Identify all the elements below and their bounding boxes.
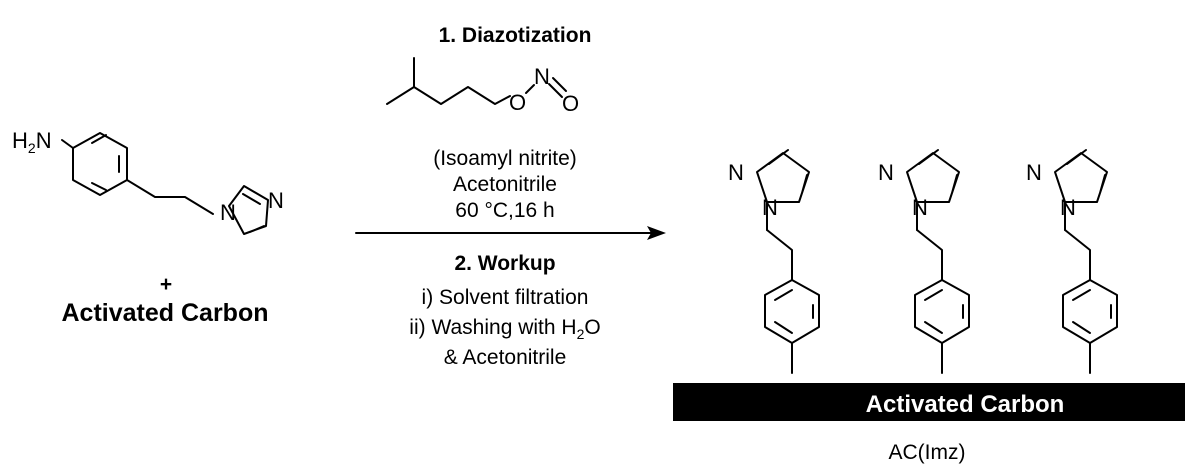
nitrite-oxygen-label: O: [509, 90, 526, 115]
step1-title: 1. Diazotization: [439, 24, 592, 47]
activated-carbon-support: [673, 383, 1185, 421]
nitrite-nitrogen-label: N: [534, 64, 550, 89]
activated-carbon-reactant-label: Activated Carbon: [62, 299, 269, 327]
imidazole-unit-1: [756, 149, 820, 374]
product-n3-label-3: N: [1026, 160, 1042, 185]
step2-line2: ii) Washing with H2O: [409, 316, 600, 342]
step2-title: 2. Workup: [454, 252, 555, 275]
step1-solvent: Acetonitrile: [453, 173, 557, 196]
product-n3-label-1: N: [728, 160, 744, 185]
activated-carbon-support-label: Activated Carbon: [866, 391, 1065, 418]
product-structures: [756, 149, 1118, 374]
product-n1-label-1: N: [762, 195, 778, 220]
imidazole-unit-2: [906, 149, 970, 374]
product-name: AC(Imz): [889, 441, 966, 464]
imidazole-n1-label: N: [220, 200, 236, 225]
product-n3-label-2: N: [878, 160, 894, 185]
plus-sign: +: [160, 273, 172, 296]
product-n1-label-2: N: [912, 195, 928, 220]
step1-reagent: (Isoamyl nitrite): [433, 147, 577, 170]
isoamyl-nitrite-structure: [386, 57, 567, 105]
step2-line1: i) Solvent filtration: [422, 286, 589, 309]
step1-conditions: 60 °C,16 h: [455, 199, 554, 222]
reactant-structure: [61, 132, 269, 235]
product-n1-label-3: N: [1060, 195, 1076, 220]
nitrite-terminal-oxygen-label: O: [562, 91, 579, 116]
amine-group-label: H2N: [12, 128, 52, 156]
reaction-arrow: [355, 226, 666, 240]
step2-line3: & Acetonitrile: [444, 346, 567, 369]
imidazole-unit-3: [1054, 149, 1118, 374]
imidazole-n3-label: N: [268, 188, 284, 213]
